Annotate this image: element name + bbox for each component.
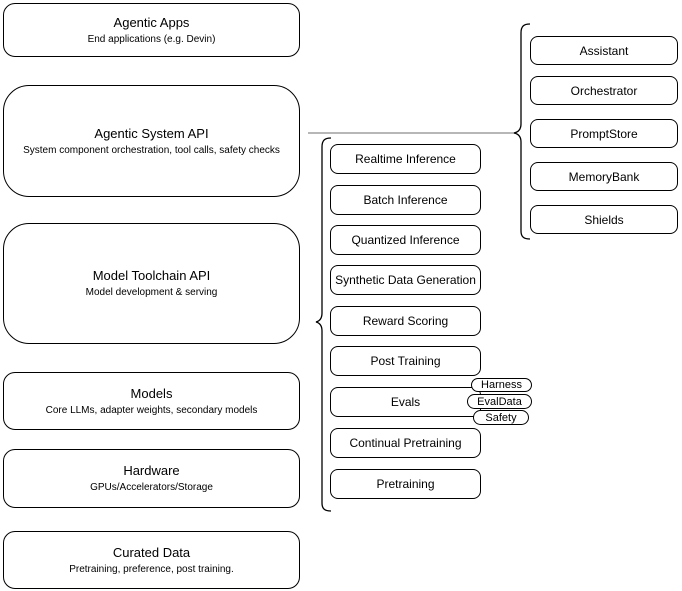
box-title: Agentic Apps [113,14,190,30]
box-title: Model Toolchain API [92,268,211,283]
box-models: Models Core LLMs, adapter weights, secon… [3,372,300,430]
box-subtitle: GPUs/Accelerators/Storage [90,482,213,493]
box-hardware: Hardware GPUs/Accelerators/Storage [3,449,300,508]
node-continual-pretraining: Continual Pretraining [330,428,481,458]
box-subtitle: Model development & serving [85,287,218,298]
node-synthetic-data-generation: Synthetic Data Generation [330,265,481,295]
box-subtitle: System component orchestration, tool cal… [23,144,280,156]
box-title: Curated Data [112,544,191,560]
node-evals: Evals [330,387,481,417]
box-subtitle: Core LLMs, adapter weights, secondary mo… [45,404,258,416]
box-curated-data: Curated Data Pretraining, preference, po… [3,531,300,589]
box-title: Hardware [123,463,180,478]
node-memorybank: MemoryBank [530,162,678,191]
box-title: Agentic System API [94,125,209,141]
box-title: Models [130,385,173,401]
node-batch-inference: Batch Inference [330,185,481,215]
node-realtime-inference: Realtime Inference [330,144,481,174]
node-assistant: Assistant [530,36,678,65]
system-group-brace [513,23,531,240]
node-quantized-inference: Quantized Inference [330,225,481,255]
node-orchestrator: Orchestrator [530,76,678,105]
node-post-training: Post Training [330,346,481,376]
node-reward-scoring: Reward Scoring [330,306,481,336]
node-shields: Shields [530,205,678,234]
box-subtitle: End applications (e.g. Devin) [87,33,216,45]
box-subtitle: Pretraining, preference, post training. [69,563,234,575]
box-agentic-system-api: Agentic System API System component orch… [3,85,300,197]
box-agentic-apps: Agentic Apps End applications (e.g. Devi… [3,3,300,57]
node-promptstore: PromptStore [530,119,678,148]
node-pretraining: Pretraining [330,469,481,499]
toolchain-group-brace [315,137,332,512]
pill-evaldata: EvalData [467,394,532,409]
pill-harness: Harness [471,378,532,392]
pill-safety: Safety [473,410,529,425]
box-model-toolchain-api: Model Toolchain API Model development & … [3,223,300,344]
